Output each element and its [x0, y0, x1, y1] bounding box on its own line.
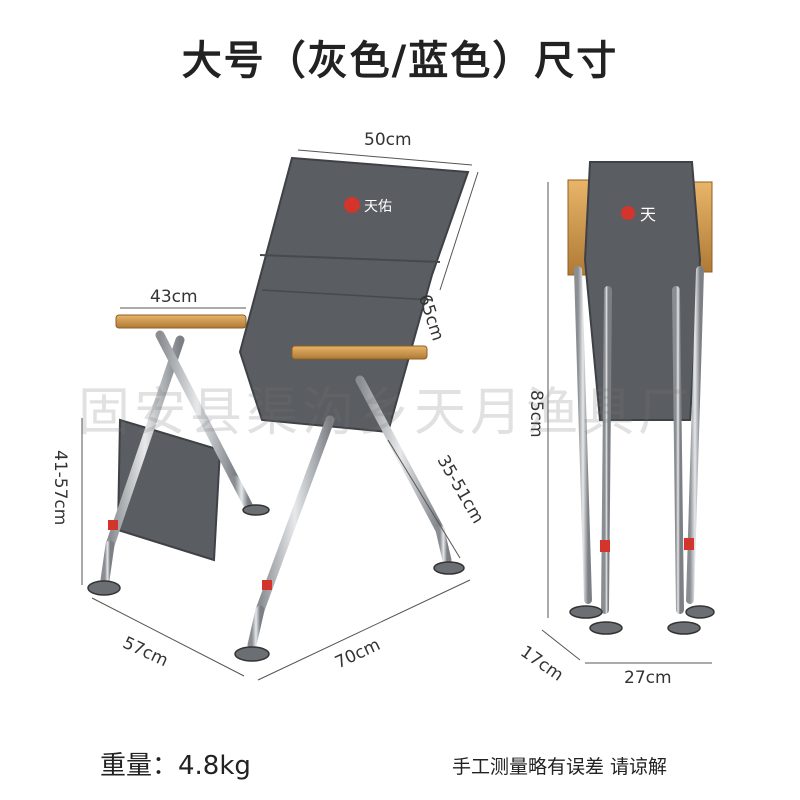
folded-width-label: 27cm — [624, 668, 672, 688]
chair-unfolded: 天佑 — [81, 149, 479, 681]
folded-height-label: 85cm — [526, 390, 546, 438]
measurement-note: 手工测量略有误差 请谅解 — [452, 756, 668, 778]
dim-width-label: 50cm — [364, 130, 412, 150]
brand-logo — [344, 197, 360, 213]
chair-folded: 天 — [541, 161, 715, 664]
chair-feet — [87, 504, 465, 662]
folded-fabric — [583, 161, 702, 421]
left-armrest — [115, 314, 247, 329]
dim-armrest-label: 43cm — [150, 287, 198, 307]
dim-seat-height-label: 41-57cm — [50, 450, 70, 526]
right-armrest — [291, 345, 428, 360]
page-title: 大号（灰色/蓝色）尺寸 — [181, 38, 619, 84]
folded-brand-text: 天 — [640, 205, 656, 224]
chair-dimension-lines — [81, 149, 479, 681]
weight-text: 重量：4.8kg — [100, 751, 251, 781]
folded-dimension-lines — [541, 182, 712, 664]
chair-legs — [100, 330, 452, 650]
brand-text: 天佑 — [364, 199, 392, 215]
